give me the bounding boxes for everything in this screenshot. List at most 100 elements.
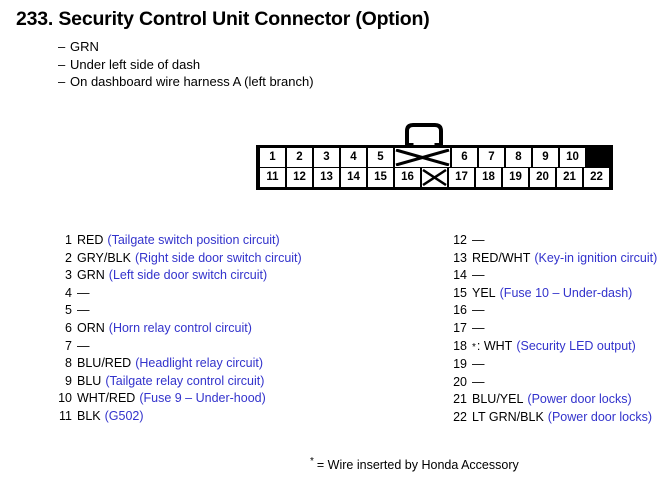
pin-circuit-description: (Fuse 9 – Under-hood)	[139, 391, 266, 406]
pin-number: 11	[59, 408, 72, 423]
connector-pin-2: 2	[286, 148, 313, 167]
connector-pin-21: 21	[556, 168, 583, 187]
pin-number: 16	[453, 303, 467, 318]
blank-cavity-cross-icon	[422, 169, 447, 186]
connector-pin-11: 11	[259, 168, 286, 187]
page-title: 233. Security Control Unit Connector (Op…	[16, 8, 430, 30]
connector-pin-18: 18	[475, 168, 502, 187]
pin-wire-color: GRN	[77, 268, 105, 283]
pin-circuit-description: (Headlight relay circuit)	[135, 356, 264, 371]
pin-circuit-description: (G502)	[104, 408, 144, 423]
connector-pin-5: 5	[367, 148, 394, 167]
note-dash-icon: –	[58, 39, 66, 54]
pin-number: 14	[453, 268, 467, 283]
pin-wire-color: BLU/RED	[77, 356, 132, 371]
connector-notes-list: –GRN–Under left side of dash–On dashboar…	[58, 38, 558, 91]
pin-circuit-description: (Horn relay control circuit)	[108, 320, 252, 335]
pin-wire-color: WHT/RED	[77, 391, 136, 406]
connector-pin-8: 8	[505, 148, 532, 167]
pin-entry-17: 17 —	[449, 320, 657, 338]
connector-note: –GRN	[58, 38, 558, 56]
note-dash-icon: –	[58, 74, 66, 89]
connector-pin-17: 17	[448, 168, 475, 187]
pin-wire-color: : WHT	[476, 338, 513, 353]
connector-latch-icon	[405, 123, 443, 146]
pin-wire-color: RED/WHT	[472, 250, 531, 265]
note-dash-icon: –	[58, 56, 66, 72]
pin-number: 18	[453, 338, 467, 353]
connector-pin-3: 3	[313, 148, 340, 167]
pin-number: 9	[65, 373, 72, 388]
pin-circuit-description: (Power door locks)	[547, 409, 652, 424]
pin-circuit-description: (Key-in ignition circuit)	[534, 250, 658, 265]
pin-number: 20	[453, 374, 467, 389]
pin-entry-13: 13 RED/WHT(Key-in ignition circuit)	[449, 250, 657, 268]
connector-pin-13: 13	[313, 168, 340, 187]
pin-wire-color: —	[77, 303, 90, 318]
pin-number: 17	[453, 320, 467, 335]
pin-number: 10	[58, 391, 72, 406]
connector-blank-cavity	[421, 168, 448, 187]
connector-pin-1: 1	[259, 148, 286, 167]
pin-number: 3	[65, 268, 72, 283]
pin-number: 22	[453, 409, 467, 424]
pin-wire-color: LT GRN/BLK	[472, 409, 544, 424]
pin-circuit-description: (Security LED output)	[516, 338, 636, 353]
connector-note: –On dashboard wire harness A (left branc…	[58, 73, 558, 91]
pin-wire-color: —	[472, 233, 485, 247]
pin-wire-color: —	[472, 320, 485, 335]
pin-circuit-description: (Fuse 10 – Under-dash)	[499, 285, 633, 300]
pin-wire-color: YEL	[472, 285, 496, 300]
connector-pin-22: 22	[583, 168, 610, 187]
pin-number: 1	[65, 233, 72, 247]
footnote: *= Wire inserted by Honda Accessory	[310, 456, 519, 472]
pin-asterisk-icon: *	[472, 341, 476, 353]
connector-pin-6: 6	[451, 148, 478, 167]
connector-pin-19: 19	[502, 168, 529, 187]
pin-number: 15	[453, 285, 467, 300]
pin-wire-color: GRY/BLK	[77, 250, 131, 265]
pin-entry-5: 5—	[54, 302, 302, 320]
pin-wire-color: ORN	[77, 320, 105, 335]
connector-pin-14: 14	[340, 168, 367, 187]
pin-number: 13	[453, 250, 467, 265]
pin-number: 5	[65, 303, 72, 318]
pin-number: 21	[453, 392, 467, 407]
pin-entry-4: 4—	[54, 285, 302, 303]
pin-number: 8	[65, 356, 72, 371]
pin-entry-15: 15 YEL(Fuse 10 – Under-dash)	[449, 285, 657, 303]
connector-note: –Under left side of dash	[58, 56, 558, 74]
note-text: On dashboard wire harness A (left branch…	[70, 74, 314, 89]
pin-entry-7: 7—	[54, 338, 302, 356]
pin-number: 6	[65, 320, 72, 335]
blank-cavity-cross-icon	[395, 149, 450, 166]
pin-entry-18: 18 *: WHT(Security LED output)	[449, 338, 657, 357]
pin-entry-14: 14—	[449, 267, 657, 285]
pin-wire-color: —	[77, 338, 90, 353]
pin-number: 7	[65, 338, 72, 353]
connector-pin-12: 12	[286, 168, 313, 187]
pin-entry-20: 20 —	[449, 374, 657, 392]
pin-circuit-description: (Tailgate switch position circuit)	[107, 233, 280, 247]
pin-wire-color: —	[472, 374, 485, 389]
pin-number: 4	[65, 285, 72, 300]
pin-entry-6: 6 ORN(Horn relay control circuit)	[54, 320, 302, 338]
pin-entry-22: 22 LT GRN/BLK(Power door locks)	[449, 409, 657, 427]
pin-circuit-description: (Tailgate relay control circuit)	[105, 373, 265, 388]
connector-pin-16: 16	[394, 168, 421, 187]
pin-entry-12: 12—	[449, 232, 657, 250]
connector-blank-cavity	[394, 148, 451, 167]
connector-pin-7: 7	[478, 148, 505, 167]
pin-wire-color: BLK	[77, 408, 101, 423]
pin-entry-19: 19—	[449, 356, 657, 374]
connector-pin-10: 10	[559, 148, 586, 167]
